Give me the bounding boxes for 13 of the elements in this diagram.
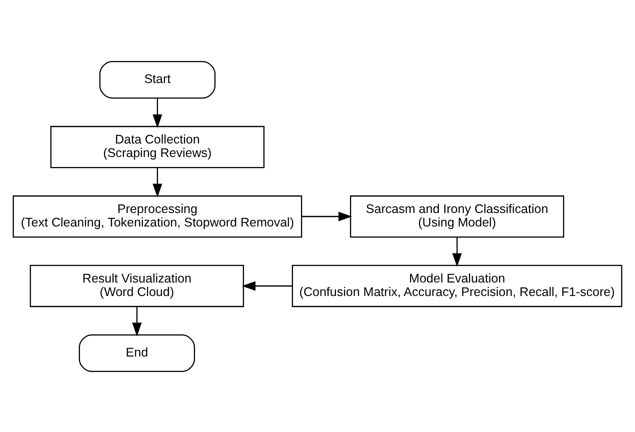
node-box: Data Collection (Scraping Reviews) [50, 125, 265, 168]
arrow [302, 211, 352, 221]
arrow [152, 98, 162, 128]
node-box: Result Visualization (Word Cloud) [30, 264, 244, 307]
arrow [152, 167, 162, 197]
arrow [452, 236, 462, 266]
arrow [242, 280, 292, 290]
node-box: Sarcasm and Irony Classification (Using Model) [350, 194, 564, 238]
node-box: Start [99, 60, 216, 98]
node-box: Model Evaluation (Confusion Matrix, Accuracy, Precision, Recall, F1-score) [292, 264, 622, 307]
node-box: Preprocessing (Text Cleaning, Tokenization, Stopword Removal) [12, 194, 302, 238]
arrow [132, 306, 142, 336]
node-box: End [78, 334, 196, 372]
